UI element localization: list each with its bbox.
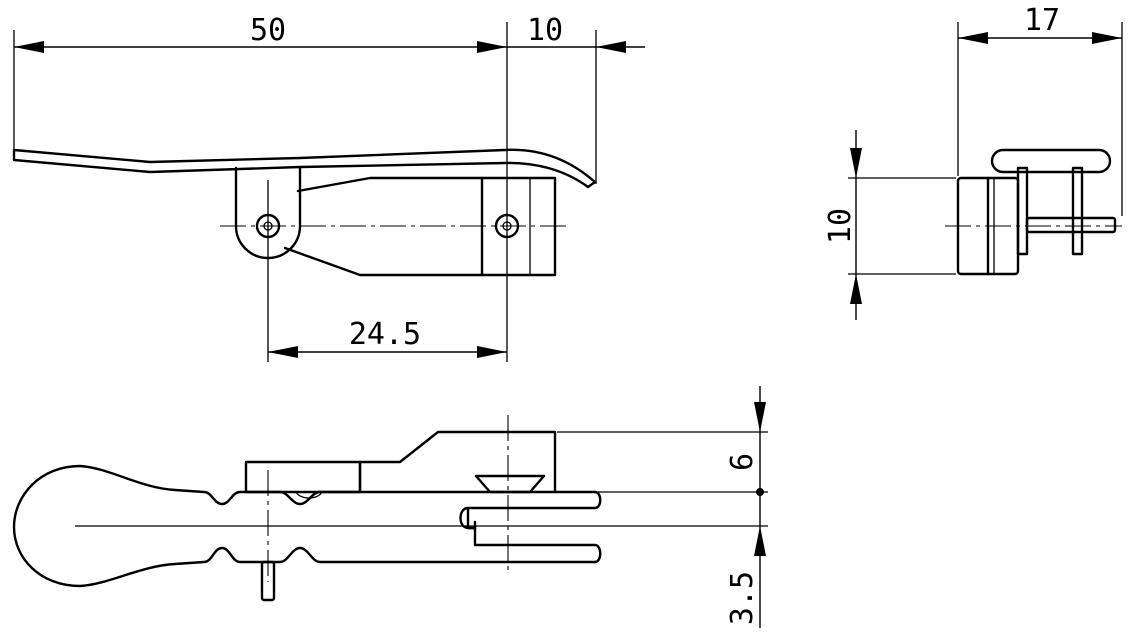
dimension-side-height: 10 [823, 130, 862, 320]
side-view: 17 10 [823, 3, 1123, 320]
housing-block [244, 460, 362, 494]
housing-notch [295, 491, 323, 499]
side-lever-pad [990, 148, 1112, 174]
housing-raised-section [358, 430, 557, 494]
front-view: 50 10 24.5 [12, 13, 645, 362]
dimension-label-17: 17 [1024, 3, 1060, 38]
lever-arm-outline [12, 148, 597, 189]
dimension-pin-length: 3.5 [725, 492, 766, 628]
side-shaft [1025, 216, 1117, 234]
dimension-pivot-spacing: 24.5 [268, 317, 507, 358]
fork-slot [459, 490, 602, 564]
dimension-top-height: 6 [725, 386, 766, 496]
dimension-label-10-side: 10 [823, 208, 858, 244]
dimension-label-24-5: 24.5 [349, 317, 421, 352]
side-upright-right [1071, 166, 1084, 256]
dimension-label-50: 50 [250, 13, 286, 48]
lever-paddle-outline [12, 464, 597, 588]
dimension-label-6: 6 [725, 453, 760, 471]
dimension-overall-length: 50 [14, 13, 507, 53]
dimension-side-width: 17 [958, 3, 1122, 44]
fork-slot-inner [466, 506, 477, 530]
side-upright-left [1016, 166, 1029, 256]
dimension-label-3-5: 3.5 [725, 571, 760, 625]
countersink-cone [474, 474, 546, 494]
top-view: 6 3.5 [12, 386, 768, 628]
dimension-label-10-tip: 10 [527, 13, 563, 48]
dimension-tip-length: 10 [507, 13, 645, 53]
